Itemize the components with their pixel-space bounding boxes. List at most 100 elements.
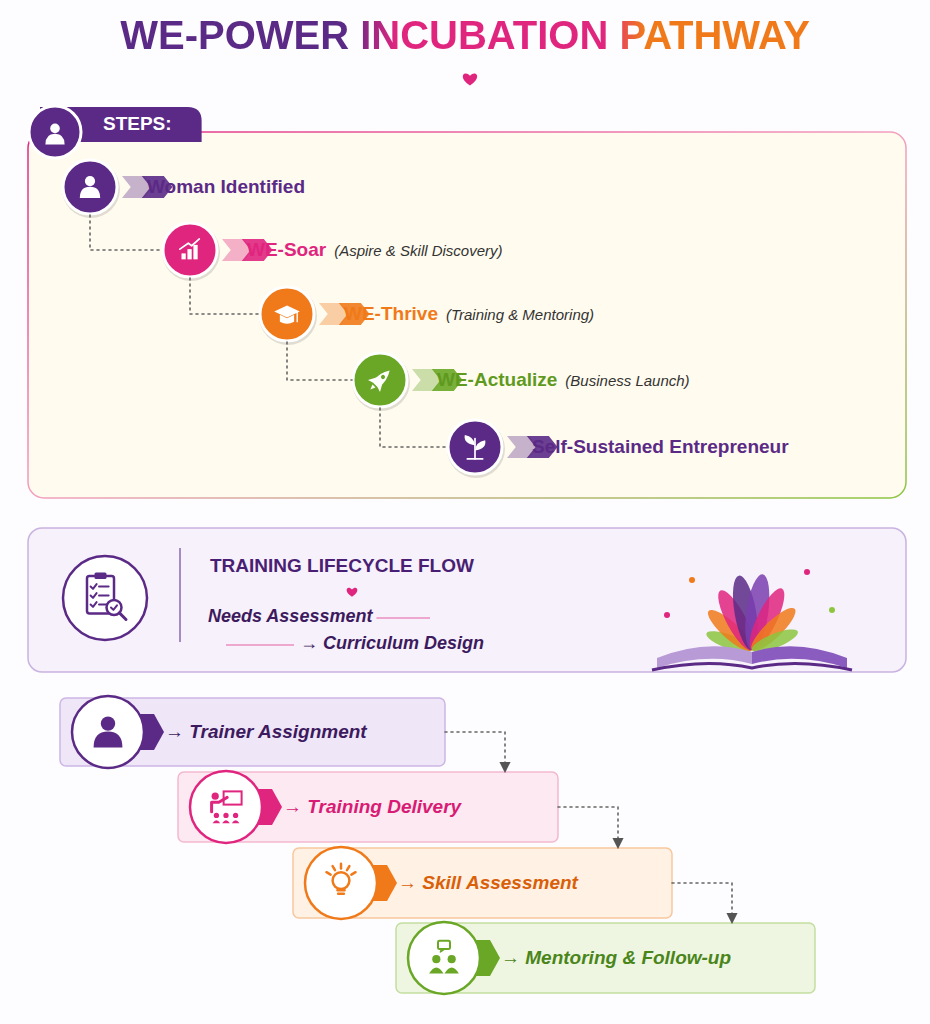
sparkle-dot (804, 569, 810, 575)
heart-symbol (463, 73, 477, 85)
icon-stroke (337, 890, 344, 894)
step-node: Self-Sustained Entrepreneur (447, 419, 799, 475)
panel-border (28, 528, 906, 672)
icon-circle (305, 847, 377, 919)
icon-stroke (444, 968, 458, 974)
dotted-connector (380, 408, 447, 447)
box-shape (396, 923, 815, 993)
life-item: → Curriculum Design (300, 631, 484, 655)
icon-shadow (62, 160, 120, 218)
icon-stroke (333, 866, 335, 870)
icon-stroke (94, 732, 123, 748)
icon-stroke (222, 820, 230, 823)
step-node: WE-Soar(Aspire & Skill Discovery) (162, 222, 513, 278)
icon-shape (368, 375, 385, 392)
tab-text: STEPS: (103, 112, 172, 136)
icon-shape (333, 872, 350, 889)
sparkle-dot (664, 612, 670, 618)
dotted-connector (90, 215, 162, 250)
box-text: → Mentoring & Follow-up (501, 946, 731, 970)
node-art (60, 696, 445, 768)
icon-shape (233, 813, 238, 818)
icon-shape (214, 813, 219, 818)
step-sub: (Aspire & Skill Discovery) (334, 241, 502, 261)
icon-stroke (429, 968, 443, 974)
node-art (293, 847, 672, 919)
icon-stroke (351, 872, 355, 874)
rocket-symbol (364, 364, 395, 395)
icon-shape (85, 176, 95, 186)
icon-shape (223, 813, 228, 818)
life-item: Needs Assessment (208, 604, 372, 628)
icon-circle (63, 160, 117, 214)
step-node: WE-Actualize (Business Launch) (352, 352, 700, 408)
box-text: → Skill Assessment (398, 871, 578, 895)
icon-shape (432, 955, 440, 963)
divider-line (482, 77, 755, 79)
panel-border (28, 132, 906, 498)
process-box: → Trainer Assignment (60, 698, 445, 766)
sparkle-dot (689, 577, 695, 583)
icon-shape (101, 716, 115, 730)
box-shape (293, 848, 672, 918)
icon-stroke (213, 820, 221, 823)
heart-symbol (347, 588, 358, 597)
step-title: Self-Sustained Entrepreneur (532, 435, 789, 459)
icon-stroke (465, 435, 475, 445)
icon-shadow (259, 287, 317, 345)
icon-stroke (475, 440, 485, 450)
icon-stroke (99, 595, 109, 597)
icon-shape (212, 793, 219, 800)
life-title: TRAINING LIFECYCLE FLOW (210, 554, 474, 578)
icon-stroke (91, 584, 97, 589)
step-sub: (Business Launch) (565, 371, 689, 391)
icon-shape (193, 245, 197, 259)
step-title: Woman Identified (147, 175, 305, 199)
icon-circle (260, 287, 314, 341)
process-box: → Skill Assessment (293, 848, 672, 918)
icon-stroke (45, 134, 64, 145)
node-art (28, 106, 906, 498)
icon-stroke (347, 866, 349, 870)
step-node: Woman Identified (62, 159, 315, 215)
divider-line (179, 548, 181, 642)
icon-shape (372, 367, 393, 388)
icon-shape (187, 249, 191, 259)
icon-shadow (447, 420, 505, 478)
icon-stroke (119, 613, 126, 620)
icon-stroke (467, 458, 482, 460)
flow-line (376, 617, 430, 618)
icon-stroke (80, 187, 100, 198)
icon-stroke (212, 797, 228, 811)
icon-circle (63, 556, 147, 640)
icon-stroke (280, 315, 294, 324)
step-sub: (Training & Mentoring) (446, 305, 594, 325)
steps-panel: STEPS:Woman IdentifiedWE-Soar(Aspire & S… (28, 132, 906, 498)
icon-stroke (297, 312, 298, 321)
step-title: WE-Actualize (437, 368, 557, 392)
node-art (28, 528, 906, 672)
box-text: → Training Delivery (283, 795, 461, 819)
divider-line (175, 77, 458, 79)
icon-stroke (99, 586, 109, 588)
icon-stroke (326, 872, 330, 874)
step-title: WE-Thrive (344, 302, 438, 326)
dotted-connector (190, 278, 259, 314)
box-shape (178, 772, 558, 842)
icon-stroke (340, 864, 343, 869)
step-node: WE-Thrive (Training & Mentoring) (259, 286, 604, 342)
icon-circle (448, 420, 502, 474)
dotted-connector (558, 807, 618, 848)
icon-shadow (352, 353, 410, 411)
flow-line (226, 644, 294, 645)
title: WE-POWER INCUBATION PATHWAY (120, 12, 810, 58)
icon-stroke (91, 602, 97, 607)
dotted-connector (445, 732, 505, 772)
icon-circle (72, 696, 144, 768)
icon-circle (353, 353, 407, 407)
icon-shadow (162, 223, 220, 281)
